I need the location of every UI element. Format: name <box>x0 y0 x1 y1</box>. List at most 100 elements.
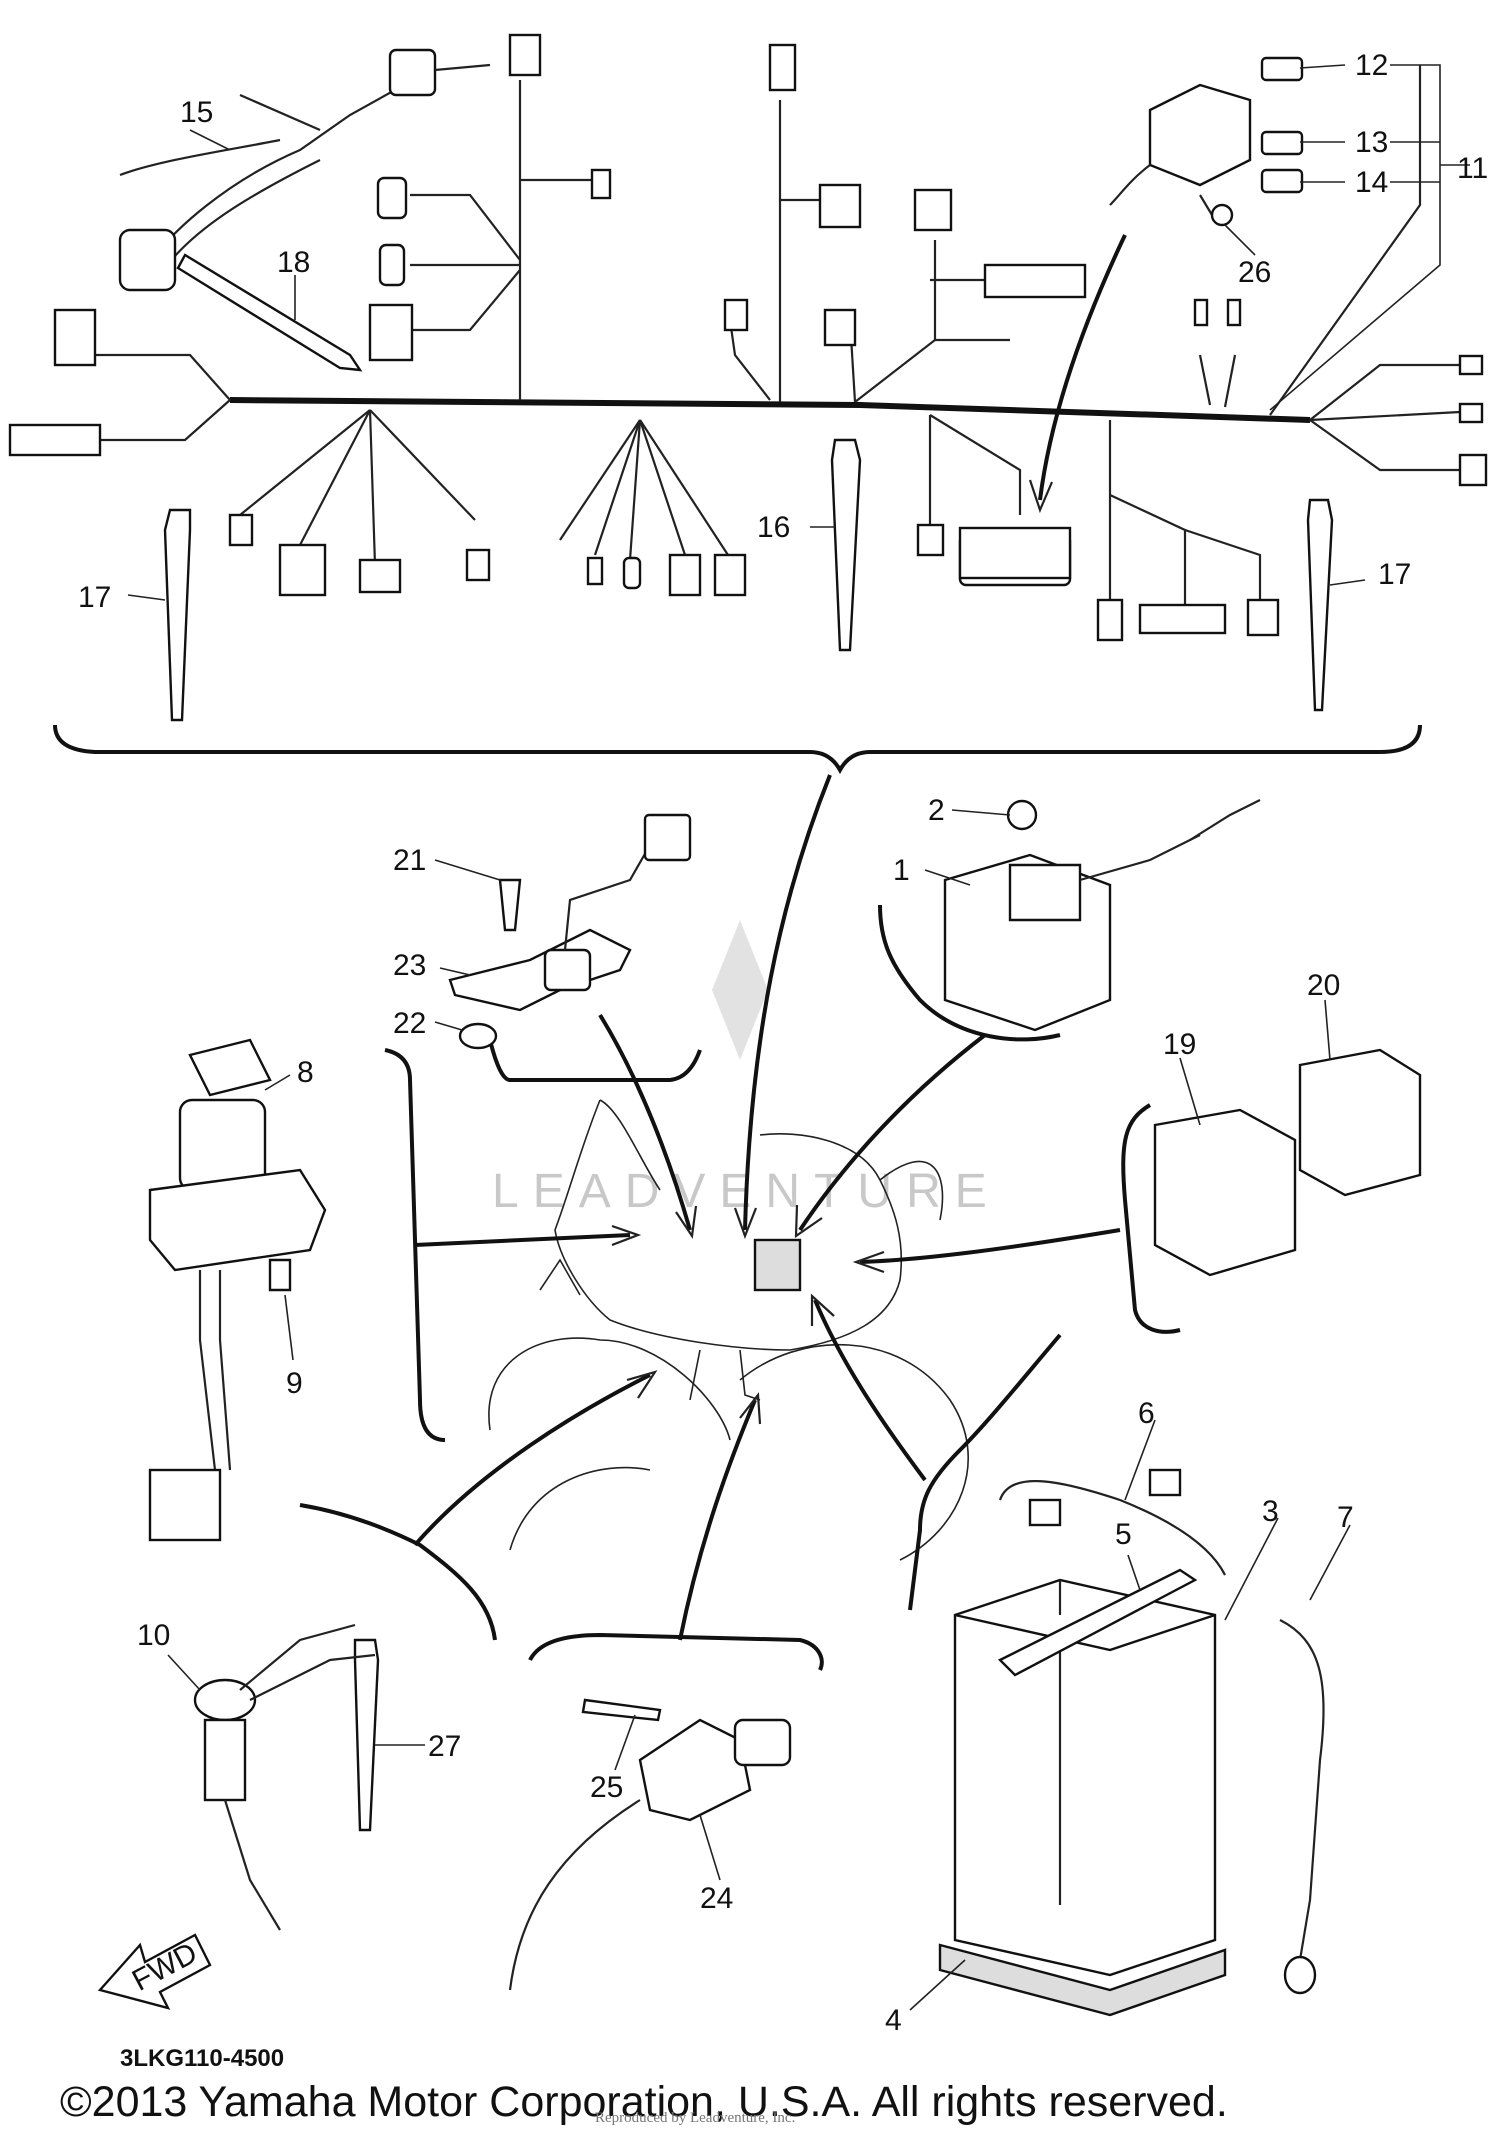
part-3-battery <box>938 1468 1325 2017</box>
connector-18 <box>278 543 327 597</box>
connector-14 <box>1458 354 1484 376</box>
connector-15 <box>1458 402 1484 424</box>
part-6-lead <box>998 1479 1226 1576</box>
connector-10 <box>53 308 97 367</box>
harness-brace <box>53 724 1422 775</box>
relay-units <box>1153 1048 1422 1277</box>
connector-top-1 <box>508 33 542 77</box>
connector-20 <box>465 548 491 582</box>
part-11-fuse-box <box>1109 56 1304 227</box>
callout-15: 15 <box>180 96 213 129</box>
connector-29 <box>1246 598 1280 637</box>
connector-17 <box>228 513 254 547</box>
part-8-main-switch <box>148 1038 327 1542</box>
connector-5 <box>818 183 862 229</box>
callout-14: 14 <box>1355 166 1388 199</box>
connector-12 <box>1193 298 1209 327</box>
cable-ties <box>163 253 1334 1832</box>
callout-11: 11 <box>1457 152 1488 185</box>
part-13-fuse <box>1260 130 1304 156</box>
callouts: 1 2 3 4 5 6 7 8 9 10 11 12 13 14 15 16 1… <box>78 49 1488 2037</box>
part-26-screw <box>1210 203 1234 227</box>
part-9-screw <box>268 1258 292 1292</box>
connector-top-2 <box>768 43 797 92</box>
callout-9: 9 <box>286 1367 303 1400</box>
callout-26: 26 <box>1238 256 1271 289</box>
part-23-bracket <box>448 928 632 1012</box>
leader-lines <box>127 64 1470 2011</box>
connector-22 <box>622 556 642 590</box>
connector-27 <box>1096 598 1124 642</box>
harness-connectors <box>8 33 1488 642</box>
relay-location <box>753 1238 802 1292</box>
part-20-relay <box>1298 1048 1422 1197</box>
callout-2: 2 <box>928 794 945 827</box>
reproduced-note: Reproduced by Leadventure, Inc. <box>595 2110 796 2126</box>
connector-16 <box>1458 453 1488 487</box>
part-7-lead <box>1279 1619 1325 1961</box>
callout-6: 6 <box>1138 1397 1155 1430</box>
group-braces <box>299 904 1181 1671</box>
callout-12: 12 <box>1355 49 1388 82</box>
part-17-tie-right <box>1306 498 1334 712</box>
callout-23: 23 <box>393 949 426 982</box>
connector-19 <box>358 558 402 594</box>
part-1-starter-relay <box>943 799 1261 1032</box>
part-2-nut <box>1006 799 1038 831</box>
connector-7 <box>983 263 1087 299</box>
callout-24: 24 <box>700 1882 733 1915</box>
frame-sketch <box>488 1099 969 1561</box>
callout-16: 16 <box>757 511 790 544</box>
callout-18: 18 <box>277 246 310 279</box>
connector-6 <box>913 188 953 232</box>
callout-17-left: 17 <box>78 581 111 614</box>
part-14-fuse <box>1260 168 1304 194</box>
part-27-tie <box>353 1638 380 1832</box>
connector-9 <box>723 298 749 332</box>
callout-3: 3 <box>1262 1495 1279 1528</box>
connector-21 <box>586 556 604 586</box>
callout-13: 13 <box>1355 126 1388 159</box>
part-18-tie <box>176 253 363 372</box>
part-5-strap <box>997 1568 1198 1677</box>
callout-21: 21 <box>393 844 426 877</box>
diagram-code: 3LKG110-4500 <box>120 2045 285 2072</box>
connector-4 <box>590 168 612 200</box>
connector-28 <box>1138 603 1227 635</box>
part-25-bolt <box>581 1698 662 1722</box>
connector-3 <box>368 303 414 362</box>
connector-8 <box>823 308 857 347</box>
connector-13 <box>1226 298 1242 327</box>
part-19-relay <box>1153 1108 1297 1277</box>
connector-25 <box>916 523 945 557</box>
connector-23 <box>668 553 702 597</box>
junction-block <box>958 234 1127 580</box>
part-4-pad <box>938 1943 1227 2017</box>
part-21-screw <box>498 878 522 932</box>
part-15-lead <box>118 48 491 292</box>
connector-2 <box>378 243 406 287</box>
callout-5: 5 <box>1115 1518 1132 1551</box>
part-10-switch <box>193 1623 376 1931</box>
connector-11 <box>8 423 102 457</box>
part-16-tie <box>830 438 862 652</box>
fwd-arrow: FWD <box>97 1933 212 2010</box>
connector-1 <box>376 176 408 220</box>
part-24-sender <box>508 1698 792 1991</box>
callout-7: 7 <box>1337 1501 1354 1534</box>
part-17-tie-left <box>163 508 192 722</box>
part-22-grommet <box>458 1022 498 1050</box>
callout-20: 20 <box>1307 969 1340 1002</box>
callout-4: 4 <box>885 2004 902 2037</box>
callout-17-right: 17 <box>1378 558 1411 591</box>
callout-1: 1 <box>893 854 910 887</box>
part-23-sensor-assembly <box>448 813 692 1050</box>
copyright-notice: ©2013 Yamaha Motor Corporation, U.S.A. A… <box>60 2078 1228 2126</box>
connector-24 <box>713 553 747 597</box>
callout-19: 19 <box>1163 1028 1196 1061</box>
callout-10: 10 <box>137 1619 170 1652</box>
callout-22: 22 <box>393 1007 426 1040</box>
callout-27: 27 <box>428 1730 461 1763</box>
part-12-fuse <box>1260 56 1304 82</box>
